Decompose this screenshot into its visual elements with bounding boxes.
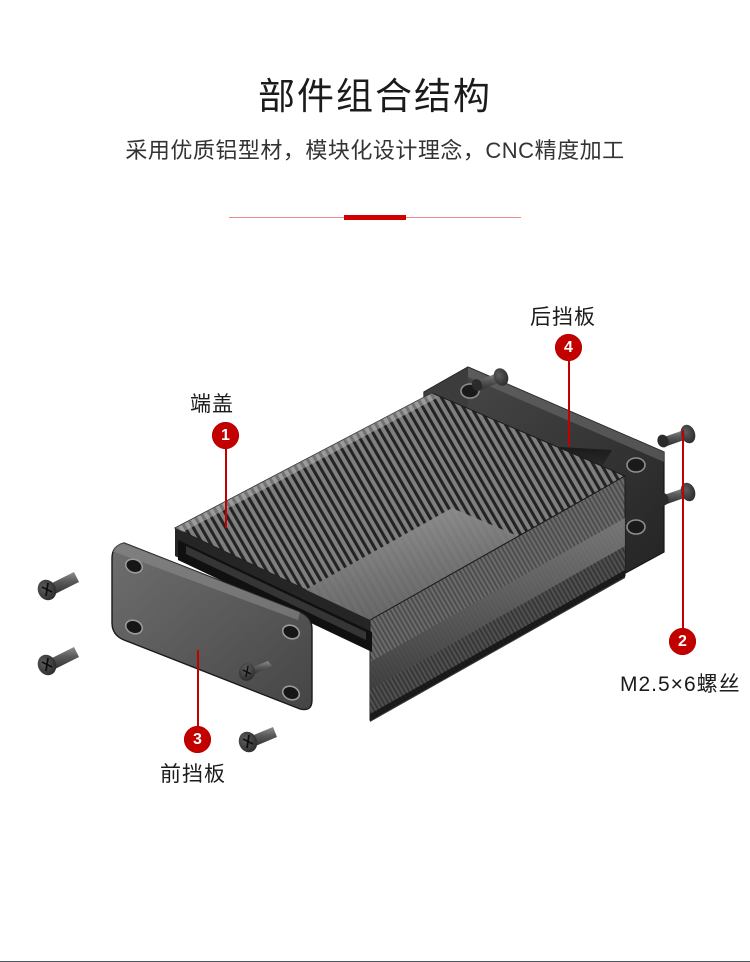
callout-label-4: 后挡板 bbox=[530, 306, 596, 329]
screw-item bbox=[471, 368, 509, 391]
header: 部件组合结构 采用优质铝型材，模块化设计理念，CNC精度加工 bbox=[0, 0, 750, 166]
callout-badge-4[interactable]: 4 bbox=[555, 334, 582, 361]
callout-badge-3[interactable]: 3 bbox=[184, 726, 211, 753]
screw-item bbox=[238, 727, 277, 753]
enclosure-body-part bbox=[173, 392, 627, 722]
divider-thick-segment bbox=[344, 215, 406, 220]
callout-badge-1[interactable]: 1 bbox=[212, 422, 239, 449]
screw-item bbox=[657, 482, 696, 506]
callout-badge-2[interactable]: 2 bbox=[669, 628, 696, 655]
callout-leader-4 bbox=[568, 361, 570, 446]
callout-leader-1 bbox=[225, 449, 227, 528]
page-subtitle: 采用优质铝型材，模块化设计理念，CNC精度加工 bbox=[125, 138, 625, 163]
callout-label-3: 前挡板 bbox=[160, 763, 226, 786]
callout-label-1: 端盖 bbox=[190, 393, 234, 416]
panel-screw-icon bbox=[238, 661, 272, 681]
page-title: 部件组合结构 bbox=[258, 76, 492, 117]
callout-leader-2 bbox=[682, 430, 684, 628]
callout-leader-3 bbox=[197, 650, 199, 726]
screw-item bbox=[37, 572, 79, 601]
screw-item bbox=[37, 647, 79, 676]
front-panel-part bbox=[111, 542, 313, 711]
title-divider bbox=[229, 214, 521, 221]
screw-item bbox=[657, 424, 696, 448]
callout-label-2: M2.5×6螺丝 bbox=[620, 673, 741, 696]
